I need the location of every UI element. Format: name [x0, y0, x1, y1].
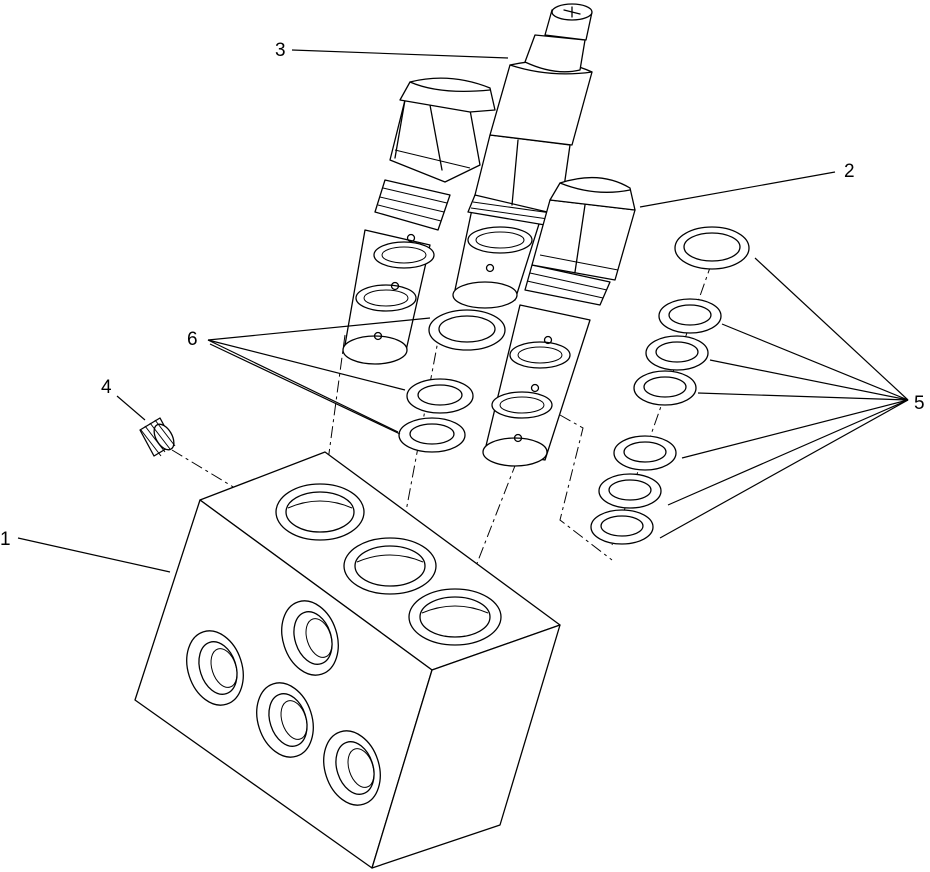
manifold-block [134, 451, 561, 869]
side-port [186, 630, 244, 706]
washer [598, 473, 662, 509]
callout-5: 5 [914, 393, 925, 414]
callout-1: 1 [0, 529, 11, 550]
cartridge-valve-right [482, 176, 636, 467]
plug [139, 417, 176, 457]
washer [590, 509, 654, 545]
callout-6: 6 [187, 329, 198, 350]
washer [613, 435, 677, 471]
side-port [281, 600, 339, 676]
top-port [275, 483, 365, 541]
leader-lines [17, 49, 909, 573]
o-ring-set-6 [398, 309, 506, 453]
top-port [408, 588, 502, 646]
callout-labels: 1 2 3 4 5 6 [0, 40, 925, 550]
callout-2: 2 [844, 161, 855, 182]
callout-4: 4 [101, 377, 112, 398]
side-port [323, 730, 381, 806]
o-ring [428, 309, 506, 351]
relief-valve-center [452, 3, 593, 309]
washer [633, 370, 697, 406]
callout-3: 3 [275, 40, 286, 61]
washer [645, 335, 709, 371]
side-port [256, 682, 314, 758]
washer [674, 226, 750, 270]
washer-set-5 [590, 226, 750, 545]
o-ring [406, 378, 474, 414]
top-port [343, 537, 437, 595]
o-ring [398, 417, 466, 453]
washer [658, 298, 722, 334]
